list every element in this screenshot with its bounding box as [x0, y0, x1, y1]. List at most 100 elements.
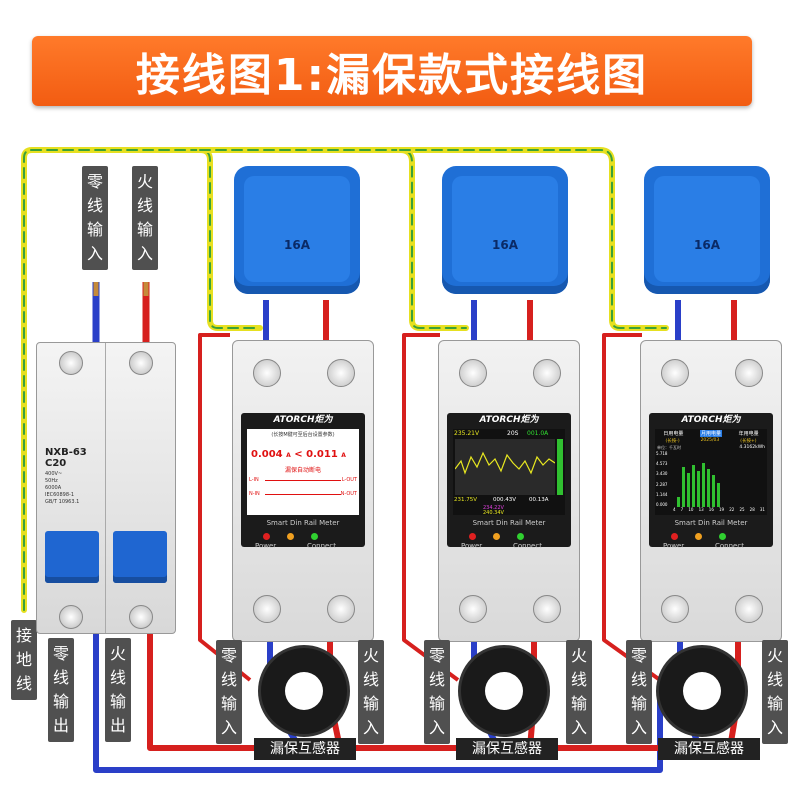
tab-daily[interactable]: 日用电量 [663, 431, 684, 437]
period-next[interactable]: (长按+) [740, 439, 757, 444]
spec-line: 50Hz [45, 478, 58, 484]
l-line [265, 480, 341, 481]
power-led [469, 533, 476, 540]
label-char: 入 [766, 718, 783, 737]
connect-led [517, 533, 524, 540]
range-high: 234.22V [483, 505, 504, 511]
label-char: 线 [52, 668, 69, 687]
leakage-left-unit: A [286, 452, 291, 459]
n-out-label: N-OUT [340, 491, 357, 497]
label-char: 出 [109, 716, 126, 735]
socket-face [452, 176, 558, 282]
leakage-ct-1 [258, 645, 350, 737]
compare-sign: < [294, 449, 303, 460]
label-char: 线 [570, 670, 587, 689]
waveform-bg [455, 439, 555, 495]
energy-display: 日用电量 月用电量 年用电量 (长按-) 2025/03 (长按+) 单位：千瓦… [655, 429, 767, 515]
current-bottom: 00.13A [529, 497, 549, 503]
label-char: 输 [362, 694, 379, 713]
x-axis-ticks: 4 7 10 13 16 19 22 25 28 31 [673, 507, 765, 512]
l-in-label: L-IN [249, 477, 259, 483]
leakage-status: 漏保自动断电 [284, 467, 321, 474]
n-in-label: N-IN [249, 491, 260, 497]
socket-rating: 16A [694, 238, 720, 252]
time-window: 20S [507, 430, 519, 437]
meter-subtitle: Smart Din Rail Meter [266, 519, 340, 527]
label-char: 零 [52, 644, 69, 663]
socket-rating: 16A [492, 238, 518, 252]
status-led [287, 533, 294, 540]
voltage-top: 235.21V [454, 430, 480, 437]
ct2-neutral-input-label: 零 线 输 入 [424, 640, 450, 744]
screw-icon [253, 595, 281, 623]
label-char: 出 [52, 716, 69, 735]
label-char: 线 [86, 196, 103, 215]
screw-icon [327, 595, 355, 623]
energy-bar [702, 463, 705, 507]
label-char: 入 [86, 244, 103, 263]
label-char: 输 [86, 220, 103, 239]
label-char: 输 [136, 220, 153, 239]
leakage-left-value: 0.004 [251, 449, 283, 460]
y-tick: 5.718 [656, 451, 668, 456]
label-char: 入 [570, 718, 587, 737]
label-char: 线 [630, 670, 647, 689]
breaker-toggle-right[interactable] [113, 531, 167, 583]
label-char: 零 [428, 646, 445, 665]
x-tick: 19 [719, 507, 725, 512]
label-char: 入 [136, 244, 153, 263]
power-led [263, 533, 270, 540]
meter-subtitle: Smart Din Rail Meter [472, 519, 546, 527]
screw-icon [459, 595, 487, 623]
connect-led [311, 533, 318, 540]
energy-bar [712, 475, 715, 507]
power-led [671, 533, 678, 540]
connect-label: Connect [307, 542, 336, 550]
ct2-caption: 漏保互感器 [456, 738, 558, 760]
label-char: 输 [766, 694, 783, 713]
breaker-toggle-left[interactable] [45, 531, 99, 583]
label-char: 入 [630, 718, 647, 737]
leakage-left: 0.004 A < 0.011 A [251, 449, 346, 460]
screw-icon [533, 595, 561, 623]
label-char: 零 [86, 172, 103, 191]
tab-monthly[interactable]: 月用电量 [699, 430, 722, 437]
label-char: 火 [362, 646, 379, 665]
label-char: 入 [362, 718, 379, 737]
input-wires [92, 282, 150, 345]
label-char: 线 [362, 670, 379, 689]
x-tick: 22 [729, 507, 735, 512]
label-char: 线 [15, 674, 32, 693]
screw-icon [459, 359, 487, 387]
energy-bar [717, 483, 720, 507]
socket-rating: 16A [284, 238, 310, 252]
period-nav: (长按-) 2025/03 (长按+) [655, 438, 767, 444]
period-prev[interactable]: (长按-) [665, 439, 680, 444]
voltage-trace [455, 451, 555, 475]
tab-yearly[interactable]: 年用电量 [738, 431, 759, 437]
voltage-mid: 000.43V [493, 497, 517, 503]
energy-bar [687, 473, 690, 507]
breaker-divider [105, 343, 106, 633]
breaker-model-text: NXB-63 [45, 447, 87, 458]
x-tick: 25 [739, 507, 745, 512]
range-low: 240.34V [483, 510, 504, 516]
x-tick: 28 [749, 507, 755, 512]
status-led [695, 533, 702, 540]
ct3-caption: 漏保互感器 [658, 738, 760, 760]
ground-wire [21, 147, 669, 613]
label-char: 线 [428, 670, 445, 689]
live-input-label: 火 线 输 入 [132, 166, 158, 270]
live-output-label: 火 线 输 出 [105, 638, 131, 742]
screw-icon [661, 359, 689, 387]
title-banner: 接线图1:漏保款式接线图 [32, 36, 752, 106]
neutral-output-label: 零 线 输 出 [48, 638, 74, 742]
screw-icon [533, 359, 561, 387]
screw-icon [129, 605, 153, 629]
label-char: 火 [136, 172, 153, 191]
meter-subtitle: Smart Din Rail Meter [674, 519, 748, 527]
screw-icon [253, 359, 281, 387]
leakage-display: (长按M键可至后台设置参数) 0.004 A < 0.011 A 漏保自动断电 … [247, 429, 359, 515]
leakage-right-unit: A [341, 452, 346, 459]
